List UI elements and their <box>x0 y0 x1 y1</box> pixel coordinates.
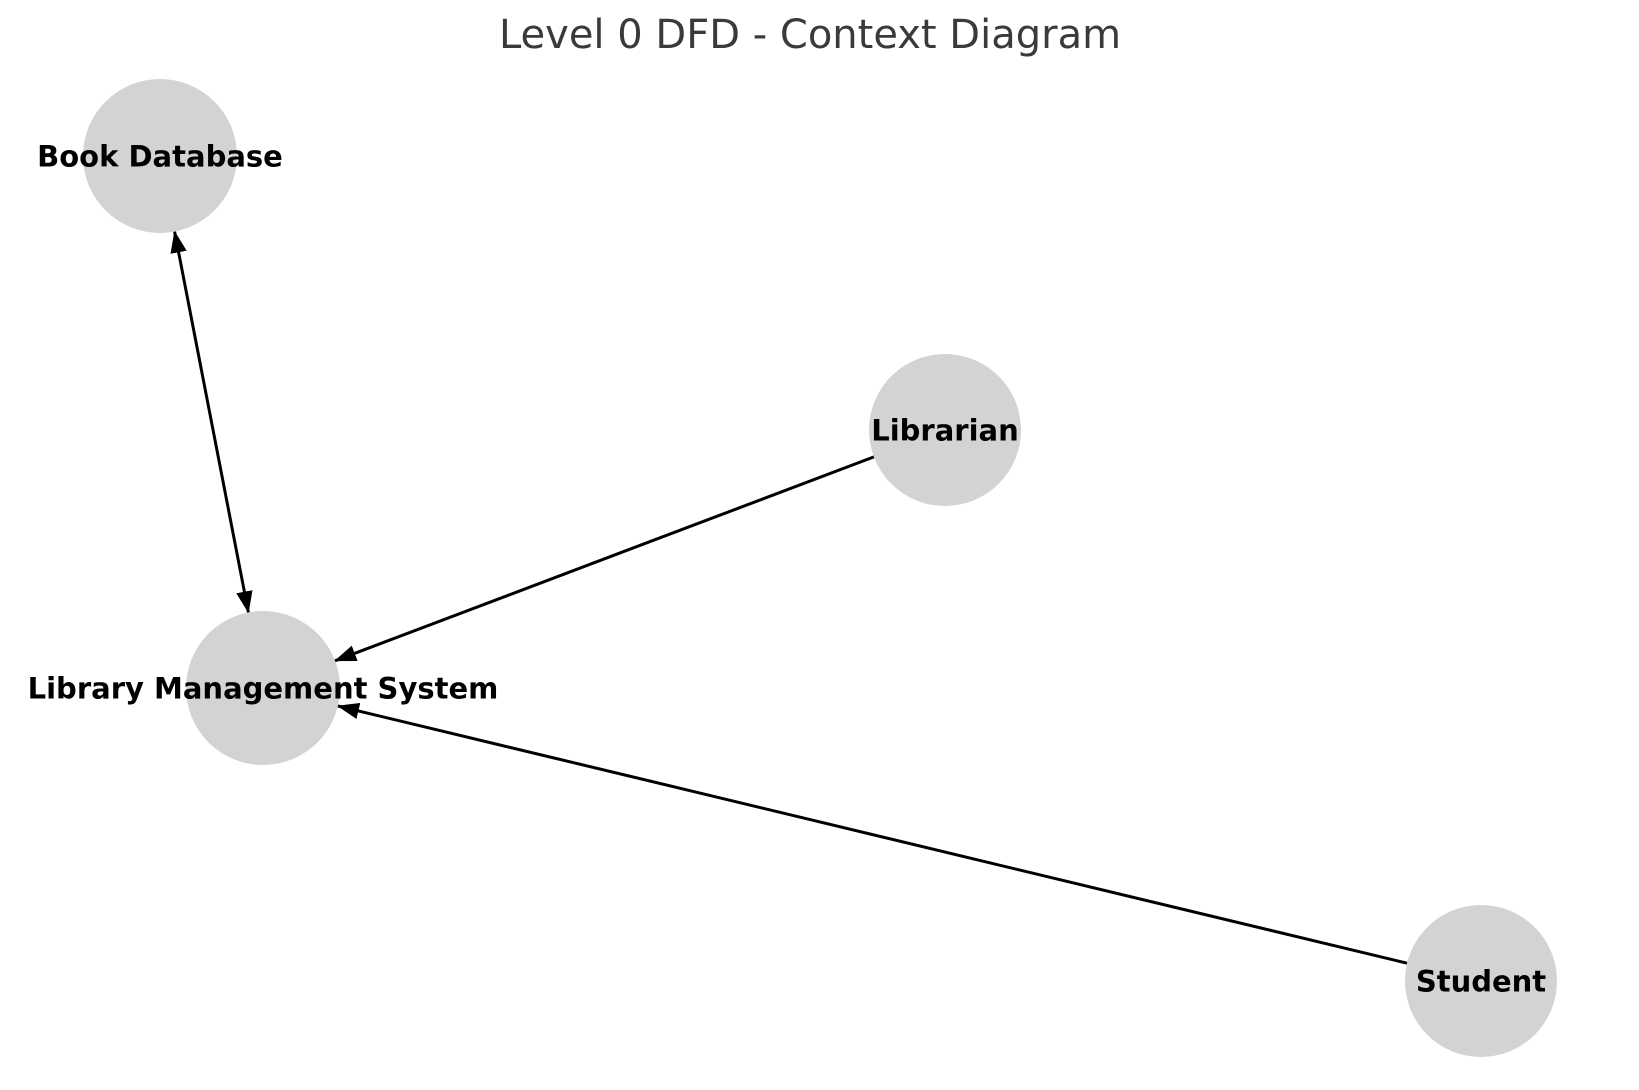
node-book_database <box>83 79 237 233</box>
node-student <box>1405 905 1557 1057</box>
node-librarian <box>869 354 1021 506</box>
node-label-student: Student <box>1416 964 1546 998</box>
nodes-layer <box>83 79 1557 1057</box>
diagram-title: Level 0 DFD - Context Diagram <box>498 12 1122 58</box>
node-library_management_system <box>186 611 340 765</box>
edges-layer <box>170 230 1408 965</box>
node-label-book_database: Book Database <box>37 139 283 173</box>
node-label-librarian: Librarian <box>871 413 1019 447</box>
edge-student-library_management_system <box>337 702 1408 965</box>
node-label-library_management_system: Library Management System <box>28 671 499 705</box>
edge-librarian-library_management_system <box>334 455 875 663</box>
edge-library_management_system-book_database <box>170 230 253 614</box>
